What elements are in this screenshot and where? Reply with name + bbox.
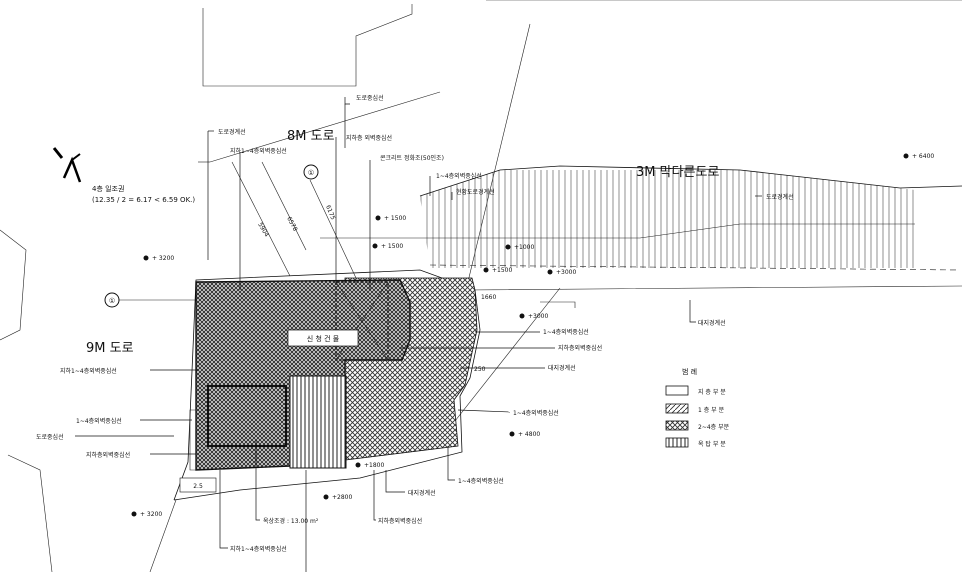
legend-item: 1 층 부 분: [665, 403, 725, 414]
label-road-boundary-right: 도로경계선: [766, 193, 794, 201]
label-left-wall-1-4: 1~4층외벽중심선: [76, 417, 122, 425]
label-site-boundary-bottom: 대지경계선: [408, 489, 436, 497]
section-marker-left: ①: [104, 292, 120, 308]
dimension-4: 1660: [481, 294, 496, 301]
svg-text:옥 탑 부 분: 옥 탑 부 분: [698, 440, 726, 448]
svg-text:+3000: +3000: [556, 269, 576, 276]
level-marker: + 1500: [375, 215, 406, 222]
dimension-1: 5904: [256, 222, 270, 239]
svg-text:지 층 부 분: 지 층 부 분: [698, 388, 726, 396]
roof-area-label: 옥상조경 : 13.00 m²: [263, 517, 319, 525]
svg-text:+ 1500: + 1500: [384, 215, 406, 222]
level-marker: + 4800: [509, 431, 540, 438]
svg-text:①: ①: [308, 169, 314, 177]
legend-title: 범 례: [682, 367, 697, 376]
svg-text:+ 3200: + 3200: [140, 511, 162, 518]
svg-text:1 층 부 분: 1 층 부 분: [698, 406, 725, 414]
label-wall-center-1-4-r3: 1~4층외벽중심선: [458, 477, 504, 485]
svg-text:+1800: +1800: [364, 462, 384, 469]
site-boundary: [110, 269, 561, 572]
north-arrow-icon: [52, 147, 82, 183]
svg-text:+2800: +2800: [332, 494, 352, 501]
svg-text:+1500: +1500: [492, 267, 512, 274]
level-marker: + 1500: [372, 243, 403, 250]
road-label-9m: 9M 도로: [86, 341, 134, 356]
label-left-basement-1-4: 지하1~4층외벽중심선: [60, 367, 117, 375]
svg-text:+ 3200: + 3200: [152, 255, 174, 262]
building-footprint: 신 청 건 물 2.5: [179, 277, 478, 493]
svg-text:2~4층 부분: 2~4층 부분: [698, 423, 730, 431]
dimension-5: 250: [474, 366, 486, 373]
road-label-8m: 8M 도로: [287, 129, 335, 144]
label-site-boundary-r2: 대지경계선: [548, 364, 576, 372]
label-site-boundary-right: 대지경계선: [698, 319, 726, 327]
legend-item: 2~4층 부분: [665, 420, 730, 431]
label-road-boundary-left: 도로경계선: [218, 128, 246, 136]
legend: 범 례 지 층 부 분 1 층 부 분 2~4층 부분 옥 탑 부 분: [665, 367, 730, 448]
level-markers: + 6400 + 1500 + 1500 +1000 +1500 +3000 +…: [131, 153, 934, 518]
level-marker: +2800: [323, 494, 352, 501]
level-marker: + 3200: [143, 255, 174, 262]
level-marker: +1800: [355, 462, 384, 469]
dead-end-road-area: [320, 165, 962, 271]
small-box-label: 2.5: [193, 483, 203, 490]
road-label-3m: 3M 막다른도로: [636, 165, 719, 180]
level-marker: + 3200: [131, 511, 162, 518]
sunlight-note-line2: (12.35 / 2 = 6.17 < 6.59 OK.): [92, 196, 195, 204]
label-wall-center-1-4-top: 1~4층외벽중심선: [436, 172, 482, 180]
svg-text:+3000: +3000: [528, 313, 548, 320]
svg-text:+ 4800: + 4800: [518, 431, 540, 438]
svg-text:+ 1500: + 1500: [381, 243, 403, 250]
section-marker-top: ①: [303, 164, 319, 180]
label-current-road-boundary: 현황도로경계선: [456, 188, 495, 196]
svg-text:①: ①: [109, 297, 115, 305]
label-wall-center-1-4-r2: 1~4층외벽중심선: [513, 409, 559, 417]
label-road-center-top: 도로중심선: [356, 94, 384, 102]
level-marker: +1000: [505, 244, 534, 251]
label-basement-wall-bottom2: 지하1~4층외벽중심선: [230, 545, 287, 553]
label-wall-center-1-4-r1: 1~4층외벽중심선: [543, 328, 589, 336]
label-concrete-septic: 콘크리트 정화조(50인조): [380, 154, 444, 162]
label-basement-outer-wall: 지하층 외벽중심선: [346, 134, 392, 142]
label-basement-wall-r1: 지하층외벽중심선: [558, 344, 602, 352]
svg-text:+1000: +1000: [514, 244, 534, 251]
label-basement-wall-bottom: 지하층외벽중심선: [378, 517, 422, 525]
level-marker: +1500: [483, 267, 512, 274]
legend-item: 옥 탑 부 분: [665, 437, 726, 448]
sunlight-note-line1: 4층 일조권: [92, 184, 124, 193]
level-marker: + 6400: [903, 153, 934, 160]
label-left-road-center: 도로중심선: [36, 433, 64, 441]
level-marker: +3000: [547, 269, 576, 276]
svg-text:+ 6400: + 6400: [912, 153, 934, 160]
leader-lines: [75, 97, 762, 572]
dimension-2: 6578: [285, 216, 298, 233]
dimension-3: 6175: [324, 204, 336, 221]
label-left-basement-wall: 지하층외벽중심선: [86, 451, 130, 459]
legend-item: 지 층 부 분: [665, 385, 726, 396]
label-basement-wall-center-top: 지하1~4층외벽중심선: [230, 147, 287, 155]
building-label: 신 청 건 물: [307, 334, 340, 343]
level-marker: +3000: [519, 313, 548, 320]
